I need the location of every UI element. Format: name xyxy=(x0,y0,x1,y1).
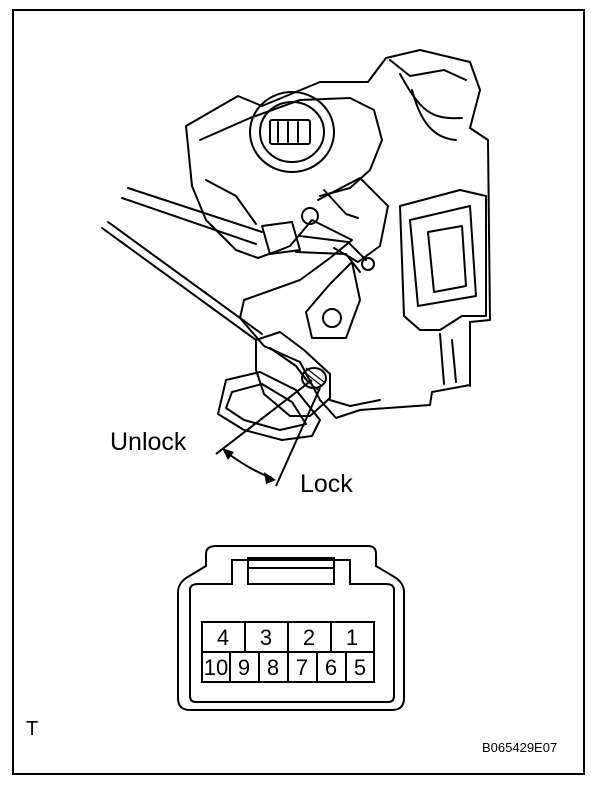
figure-frame xyxy=(12,9,585,775)
pin-label: 8 xyxy=(267,655,279,680)
mount-hole-1 xyxy=(301,207,319,225)
unlock-label: Unlock xyxy=(110,428,187,456)
pin-label: 10 xyxy=(204,655,228,680)
pin-label: 2 xyxy=(303,625,315,650)
socket-connector xyxy=(269,119,311,145)
pin-label: 3 xyxy=(260,625,272,650)
cable-upper-b xyxy=(121,197,257,245)
lock-label: Lock xyxy=(300,470,353,498)
figure-code: B065429E07 xyxy=(482,740,558,755)
actuator-lever xyxy=(255,331,331,417)
connector-inner xyxy=(189,559,395,703)
pin-label: 9 xyxy=(238,655,250,680)
motor-socket xyxy=(249,91,335,173)
pin-label: 4 xyxy=(217,625,229,650)
mount-hole-2 xyxy=(322,308,342,328)
door-lock-assembly xyxy=(101,49,491,441)
lock-knob-hatching xyxy=(303,367,325,391)
corner-mark: T xyxy=(26,718,39,740)
unlock-leader xyxy=(215,379,313,455)
pin-label: 7 xyxy=(296,655,308,680)
mount-hole-3 xyxy=(361,257,375,271)
pin-label: 5 xyxy=(354,655,366,680)
cable-lower-a xyxy=(101,227,257,341)
cable-upper-a xyxy=(127,187,263,233)
connector-latch xyxy=(247,557,335,585)
rotation-arrowheads xyxy=(222,448,276,484)
pin-label: 6 xyxy=(325,655,337,680)
cable-lower-b xyxy=(107,221,263,335)
latch-bracket xyxy=(399,189,487,331)
lock-housing xyxy=(185,49,491,419)
connector-face xyxy=(177,545,405,711)
connector-outer xyxy=(177,545,405,711)
pin-label: 1 xyxy=(346,625,358,650)
pin-labels: 4 3 2 1 10 9 8 7 6 5 xyxy=(204,625,366,680)
lock-leader xyxy=(275,387,321,487)
